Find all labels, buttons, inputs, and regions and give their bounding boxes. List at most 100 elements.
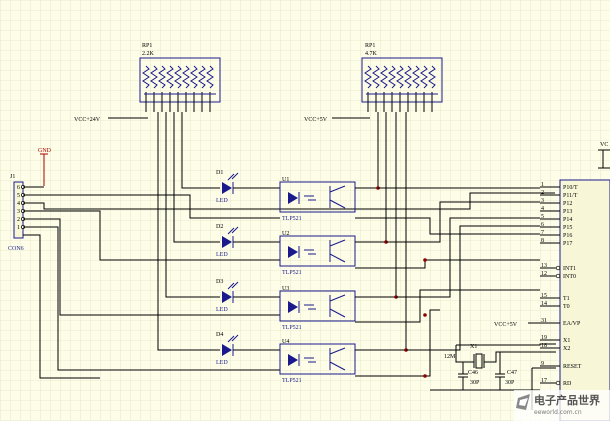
- mcu-pin-number: 19: [541, 335, 547, 341]
- resistor: [206, 65, 214, 89]
- rp1-left-vcc: VCC+24V: [74, 117, 101, 123]
- mcu-pin-name: P10/T: [563, 185, 578, 191]
- mcu-pin-name: T1: [563, 296, 570, 302]
- mcu-pin-name: X1: [563, 338, 570, 344]
- mcu-pin-inverter: [555, 265, 561, 271]
- opto-light-arrows: [304, 357, 316, 363]
- cap2-value: 30P: [505, 380, 515, 386]
- resistor: [372, 65, 380, 89]
- mcu-pin-name: INT1: [563, 266, 576, 272]
- watermark: 电子产品世界 eeworld.com.cn: [514, 390, 610, 421]
- opto-value: TLP521: [282, 378, 302, 384]
- mcu-pin-number: 3: [541, 198, 544, 204]
- mcu-pin-name: P14: [563, 217, 572, 223]
- led-ref: D4: [216, 332, 223, 338]
- resistor: [190, 65, 198, 89]
- led-ref: D2: [216, 224, 223, 230]
- opto-led: [288, 192, 298, 204]
- crystal-body: [475, 353, 483, 369]
- mcu-pin-number: 4: [541, 206, 544, 212]
- resistor: [420, 65, 428, 89]
- mcu-pin-number: 12: [541, 271, 547, 277]
- resistor: [198, 65, 206, 89]
- mcu-pin-name: P13: [563, 209, 572, 215]
- led-emission-arrows: [227, 172, 239, 181]
- resistor: [388, 65, 396, 89]
- rp1-right-resistors: [364, 65, 438, 112]
- opto-ref: U2: [282, 231, 289, 237]
- mcu-pin-name: P15: [563, 225, 572, 231]
- cap2-ref: C47: [507, 370, 517, 376]
- led-emission-arrows: [227, 226, 239, 235]
- mcu-pin-number: 18: [541, 343, 547, 349]
- mcu-pin-number: 15: [541, 293, 547, 299]
- opto-ref: U1: [282, 177, 289, 183]
- watermark-url: eeworld.com.cn: [534, 409, 582, 416]
- mcu-pin-inverter: [555, 380, 561, 386]
- connector-pin-number: 6: [17, 185, 20, 191]
- rp1-left-body: [139, 57, 221, 103]
- mcu-pin-number: 31: [541, 318, 547, 324]
- mcu-pin-name: T0: [563, 304, 570, 310]
- resistor: [174, 65, 182, 89]
- mcu-pin-number: 6: [541, 222, 544, 228]
- mcu-pin-name: RESET: [563, 364, 582, 370]
- led-value: LED: [216, 360, 228, 366]
- opto-light-arrows: [304, 195, 316, 201]
- led-value: LED: [216, 252, 228, 258]
- led-diode: [222, 344, 232, 356]
- resistor: [150, 65, 158, 89]
- rp1-right-ref: RP1: [365, 43, 375, 49]
- led-diode: [222, 291, 232, 303]
- resistor: [396, 65, 404, 89]
- connector-pin-number: 4: [17, 201, 20, 207]
- mcu-pin-name: P11/T: [563, 193, 578, 199]
- gnd-symbol: GND: [23, 148, 52, 188]
- rp1-right-body: [361, 57, 443, 103]
- led-diode: [222, 182, 232, 194]
- led-emission-arrows: [227, 281, 239, 290]
- mcu-body: [559, 179, 610, 421]
- rp1-left-resistors: [142, 65, 216, 112]
- opto-value: TLP521: [282, 270, 302, 276]
- corner-label: VC: [600, 142, 608, 148]
- optocoupler-body: [279, 343, 356, 375]
- opto-transistor: [329, 347, 346, 371]
- cap1-value: 30P: [470, 380, 480, 386]
- mcu-pin-number: 2: [541, 190, 544, 196]
- opto-led: [288, 301, 298, 313]
- optocoupler-body: [279, 290, 356, 322]
- optocoupler-body: [279, 181, 356, 213]
- mcu-pin-name: P17: [563, 241, 572, 247]
- crystal-value: 12M: [444, 354, 456, 360]
- gnd-label: GND: [38, 148, 52, 154]
- led-ref: D3: [216, 279, 223, 285]
- connector-pin-number: 1: [17, 225, 20, 231]
- opto-value: TLP521: [282, 325, 302, 331]
- mcu-pin-name: X2: [563, 346, 570, 352]
- mcu-pin-number: 13: [541, 263, 547, 269]
- mcu-pin-name: P12: [563, 201, 572, 207]
- crystal-ref: X1: [470, 344, 477, 350]
- rp1-right-value: 4.7K: [365, 51, 378, 57]
- opto-transistor: [329, 185, 346, 209]
- resistor-pack-left: RP1 2.2K VCC+24V: [74, 43, 221, 123]
- mcu-pin-number: 9: [541, 361, 544, 367]
- opto-light-arrows: [304, 304, 316, 310]
- mcu-pin-number: 1: [541, 182, 544, 188]
- cap1-ref: C46: [468, 370, 478, 376]
- resistor: [158, 65, 166, 89]
- watermark-bg: [514, 390, 610, 421]
- optocoupler-body: [279, 235, 356, 267]
- led-emission-arrows: [227, 334, 239, 343]
- opto-ref: U3: [282, 286, 289, 292]
- resistor: [380, 65, 388, 89]
